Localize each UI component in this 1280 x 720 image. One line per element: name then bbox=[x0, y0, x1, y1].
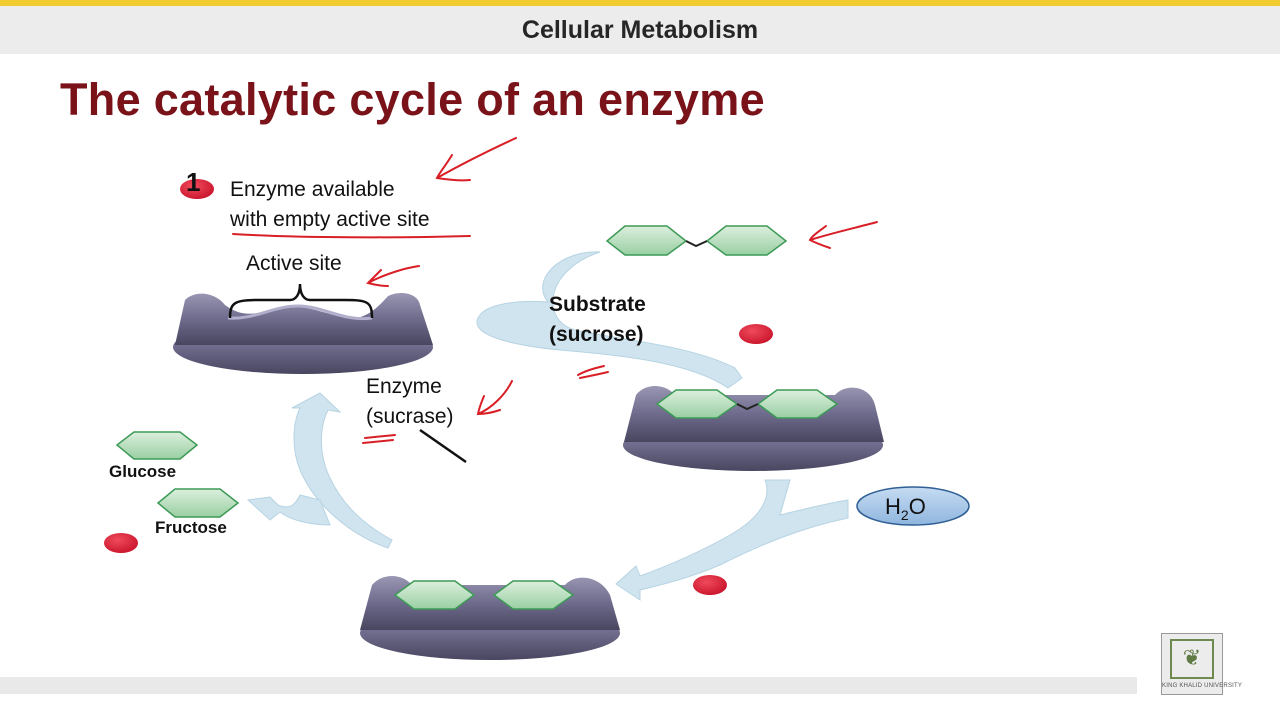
enzyme-empty-active-site bbox=[173, 293, 433, 374]
ink-arrow-title bbox=[435, 137, 517, 182]
water-label: H2O bbox=[885, 494, 926, 523]
top-accent-bar bbox=[0, 0, 1280, 6]
step-marker-dot bbox=[180, 179, 214, 199]
ink-arrow-enzyme bbox=[476, 380, 513, 416]
fructose-molecule bbox=[156, 488, 240, 518]
flow-arrow-hydrolysis bbox=[615, 479, 849, 601]
step-text-line2: with empty active site bbox=[229, 208, 430, 231]
substrate-label-line1: Substrate bbox=[549, 293, 646, 316]
substrate-label-line2: (sucrose) bbox=[549, 323, 644, 346]
ink-mark-substrate bbox=[577, 365, 609, 379]
products-bound bbox=[393, 580, 575, 610]
ink-underline-step bbox=[232, 233, 471, 239]
active-site-label: Active site bbox=[246, 252, 342, 275]
enzyme-label-line2: (sucrase) bbox=[366, 405, 454, 428]
ink-double-underline bbox=[362, 434, 396, 444]
ink-arrow-active-site bbox=[366, 265, 420, 287]
marker-dot-substrate bbox=[739, 324, 773, 344]
step-number: 1 bbox=[186, 167, 200, 197]
university-logo: ❦ KING KHALID UNIVERSITY bbox=[1161, 633, 1243, 695]
sucrose-substrate-free bbox=[605, 225, 788, 256]
active-site-bracket bbox=[228, 283, 374, 319]
sucrose-substrate-bound bbox=[655, 389, 839, 419]
fructose-label: Fructose bbox=[155, 518, 227, 537]
enzyme-label-line1: Enzyme bbox=[366, 375, 442, 398]
glucose-molecule bbox=[115, 431, 199, 460]
flow-arrow-product-release bbox=[246, 392, 393, 549]
step-text-line1: Enzyme available bbox=[230, 178, 395, 201]
marker-dot-water bbox=[693, 575, 727, 595]
enzyme-pointer-line bbox=[419, 428, 467, 464]
marker-dot-products bbox=[104, 533, 138, 553]
ink-arrow-substrate bbox=[808, 221, 878, 249]
enzyme-substrate-complex bbox=[623, 386, 884, 471]
logo-caption: KING KHALID UNIVERSITY bbox=[1162, 683, 1243, 689]
enzyme-products-complex bbox=[360, 576, 620, 660]
ink-annotations bbox=[232, 137, 878, 444]
flow-arrow-substrate-binding bbox=[476, 251, 743, 389]
slide-title: The catalytic cycle of an enzyme bbox=[60, 74, 765, 125]
water-molecule bbox=[856, 486, 970, 526]
logo-emblem-icon: ❦ bbox=[1170, 639, 1214, 679]
glucose-label: Glucose bbox=[109, 462, 176, 481]
slide-header: Cellular Metabolism bbox=[0, 6, 1280, 54]
footer-bar bbox=[0, 677, 1137, 694]
